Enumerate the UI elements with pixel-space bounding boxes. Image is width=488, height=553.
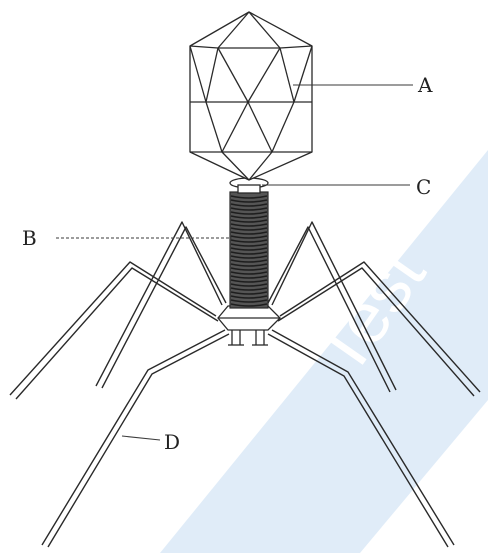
label-b: B: [22, 226, 37, 250]
label-a: A: [417, 73, 433, 97]
base-plate: [218, 306, 280, 345]
watermark: Test: [160, 150, 488, 553]
label-d: D: [164, 430, 180, 454]
leader-line-d: [122, 436, 160, 440]
head: [190, 12, 312, 180]
tail-fiber: [16, 268, 218, 399]
tail-fiber: [102, 227, 226, 388]
tail-fiber: [96, 222, 222, 386]
tail-sheath: [230, 192, 268, 308]
label-c: C: [416, 175, 431, 199]
tail-fiber: [10, 262, 216, 395]
collar-neck: [238, 185, 260, 193]
